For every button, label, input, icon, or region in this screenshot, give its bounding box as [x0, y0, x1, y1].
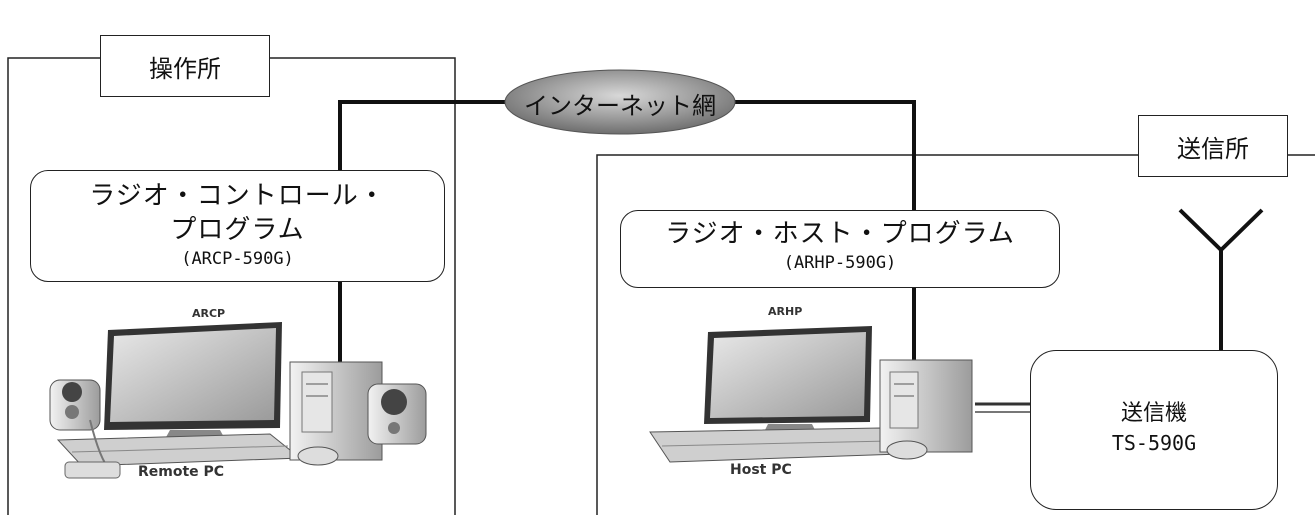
- remote-network-line: [338, 100, 510, 385]
- remote-program-model: (ARCP-590G): [181, 249, 294, 269]
- antenna-icon: [1178, 208, 1264, 350]
- operation-site-label-text: 操作所: [149, 54, 221, 83]
- remote-pc-icon: [49, 322, 427, 479]
- network-label: インターネット網: [524, 92, 716, 120]
- remote-program-box: ラジオ・コントロール・ プログラム (ARCP-590G): [30, 170, 445, 282]
- remote-pc-tag: ARCP: [192, 307, 226, 320]
- operation-site-frame: [7, 57, 100, 515]
- internet-cloud: [504, 69, 736, 135]
- host-pc-tag: ARHP: [768, 305, 803, 318]
- transmitter-box: 送信機 TS-590G: [1030, 350, 1278, 510]
- remote-pc-label: Remote PC: [138, 464, 225, 480]
- operation-site-label: 操作所: [100, 35, 270, 97]
- remote-program-title-line2: プログラム: [170, 215, 305, 245]
- transmitter-model: TS-590G: [1111, 431, 1197, 455]
- remote-program-title-line1: ラジオ・コントロール・: [89, 181, 386, 211]
- host-program-title: ラジオ・ホスト・プログラム: [665, 219, 1015, 249]
- transmission-site-frame: [596, 154, 1138, 515]
- host-pc-icon: [649, 326, 973, 463]
- host-pc-label: Host PC: [730, 462, 792, 478]
- host-program-model: (ARHP-590G): [783, 253, 897, 273]
- operation-site-frame-right: [270, 57, 456, 515]
- transmission-site-label: 送信所: [1138, 115, 1288, 177]
- host-program-box: ラジオ・ホスト・プログラム (ARHP-590G): [620, 210, 1060, 288]
- transmission-site-label-text: 送信所: [1177, 134, 1249, 163]
- transmitter-name: 送信機: [1120, 401, 1187, 426]
